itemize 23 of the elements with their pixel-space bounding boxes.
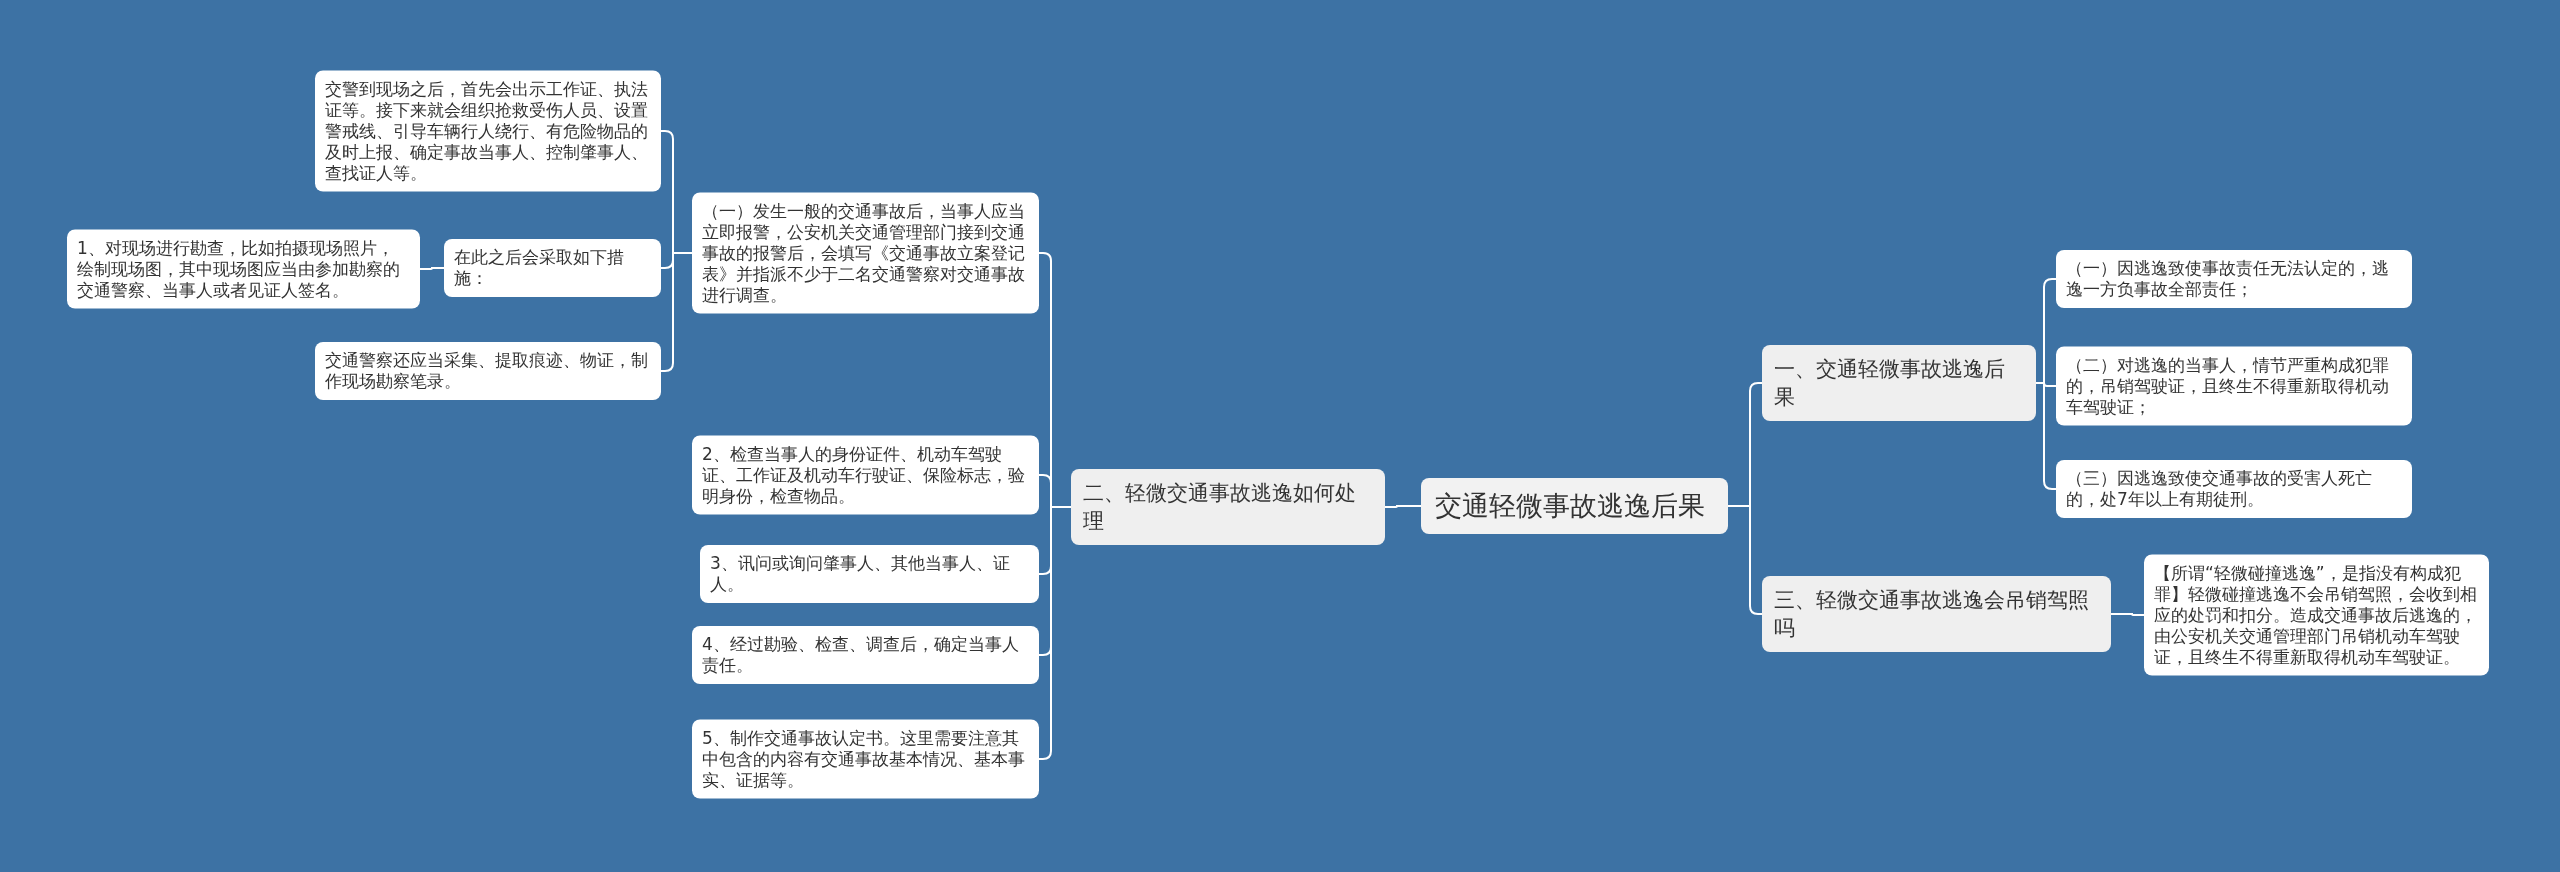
- text-box: 4、经过勘验、检查、调查后，确定当事人责任。: [692, 626, 1039, 684]
- text-box: 交警到现场之后，首先会出示工作证、执法证等。接下来就会组织抢救受伤人员、设置警戒线、引导车辆行人绕行、有危险物品的及时上报、确定事故当事人、控制肇事人、查找证人等。: [315, 70, 661, 192]
- connector-line: [1727, 505, 1763, 615]
- text-box: 1、对现场进行勘查，比如拍摄现场照片，绘制现场图，其中现场图应当由参加勘察的交通警察、当事人或者见证人签名。: [67, 229, 420, 309]
- connector-line: [419, 267, 445, 270]
- connector-line: [2110, 613, 2145, 616]
- text-box: （二）对逃逸的当事人，情节严重构成犯罪的，吊销驾驶证，且终生不得重新取得机动车驾驶证；: [2056, 346, 2412, 426]
- text-box: （三）因逃逸致使交通事故的受害人死亡的，处7年以上有期徒刑。: [2056, 460, 2412, 518]
- text-box: 【所谓“轻微碰撞逃逸”，是指没有构成犯罪】轻微碰撞逃逸不会吊销驾照，会收到相应的处罚和扣分。造成交通事故后逃逸的，由公安机关交通管理部门吊销机动车驾驶证，且终生不得重新取得机动车驾驶证。: [2144, 554, 2489, 676]
- text-box: 交通警察还应当采集、提取痕迹、物证，制作现场勘察笔录。: [315, 342, 661, 400]
- topic-box: 三、轻微交通事故逃逸会吊销驾照吗: [1762, 576, 2111, 652]
- connector-line: [1384, 505, 1422, 508]
- text-box: （一）发生一般的交通事故后，当事人应当立即报警，公安机关交通管理部门接到交通事故的报警后，会填写《交通事故立案登记表》并指派不少于二名交通警察对交通事故进行调查。: [692, 192, 1039, 314]
- text-box: 5、制作交通事故认定书。这里需要注意其中包含的内容有交通事故基本情况、基本事实、证据等。: [692, 719, 1039, 799]
- text-box: 2、检查当事人的身份证件、机动车驾驶证、工作证及机动车行驶证、保险标志，验明身份，检查物品。: [692, 435, 1039, 515]
- connector-line: [2035, 382, 2057, 490]
- text-box: 3、讯问或询问肇事人、其他当事人、证人。: [700, 545, 1039, 603]
- text-box: 在此之后会采取如下措施：: [444, 239, 661, 297]
- connector-line: [660, 252, 693, 372]
- topic-box: 一、交通轻微事故逃逸后果: [1762, 345, 2036, 421]
- text-box: （一）因逃逸致使事故责任无法认定的，逃逸一方负事故全部责任；: [2056, 250, 2412, 308]
- topic-box: 二、轻微交通事故逃逸如何处理: [1071, 469, 1385, 545]
- root-topic-box: 交通轻微事故逃逸后果: [1421, 478, 1728, 534]
